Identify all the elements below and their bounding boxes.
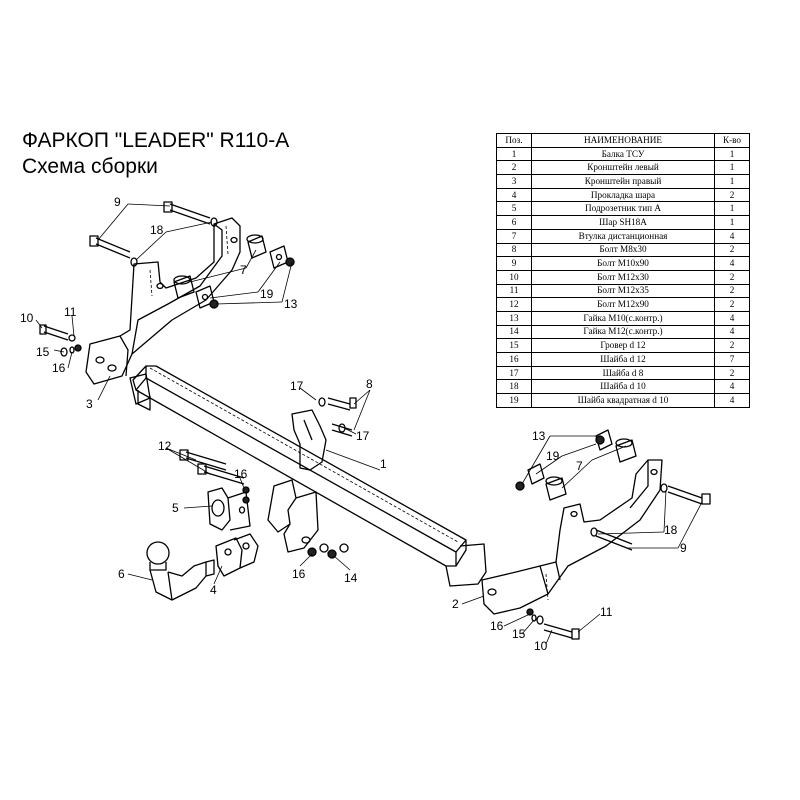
callout-13-top: 13	[284, 297, 298, 311]
callout-19-top: 19	[260, 287, 274, 301]
nuts-lower	[515, 435, 605, 491]
callout-6: 6	[118, 567, 125, 581]
spacer-sleeves-upper	[173, 234, 267, 299]
bracket-left	[481, 459, 663, 615]
callout-16-center: 16	[292, 567, 306, 581]
callout-11-lower: 11	[600, 605, 613, 619]
callout-10-lower: 10	[534, 639, 548, 653]
callout-3: 3	[86, 397, 93, 411]
callout-7-lower: 7	[576, 459, 583, 473]
callout-15-top: 15	[36, 345, 50, 359]
callout-16-top: 16	[52, 361, 66, 375]
callout-9-top: 9	[114, 195, 121, 209]
bolts-m10-upper	[89, 201, 211, 259]
bolts-m12-lower-right	[526, 608, 580, 640]
callout-17-lower: 17	[356, 429, 370, 443]
center-nuts	[307, 543, 349, 559]
callout-1: 1	[380, 457, 387, 471]
spacer-sleeves-lower	[545, 438, 637, 501]
bolts-m12-upper-left	[39, 324, 82, 357]
callout-14: 14	[344, 571, 358, 585]
callout-15-lower: 15	[512, 627, 526, 641]
callout-17-upper: 17	[290, 379, 304, 393]
leader-lines	[35, 203, 703, 645]
callout-8: 8	[366, 377, 373, 391]
callout-18-lower: 18	[664, 523, 678, 537]
socket-plate	[207, 487, 251, 531]
callout-12: 12	[158, 439, 172, 453]
washers-d10-upper	[130, 217, 218, 267]
center-bolts	[318, 397, 357, 437]
callout-18-top: 18	[150, 223, 164, 237]
row-quantity: 4	[714, 393, 750, 408]
row-quantity: 1	[714, 201, 750, 217]
ball-mount	[146, 541, 215, 601]
tow-beam	[129, 365, 487, 587]
bolts-m12-ball	[179, 449, 250, 504]
callout-5: 5	[172, 501, 179, 515]
square-washers-lower	[527, 429, 613, 485]
callout-13-lower: 13	[532, 429, 546, 443]
ball-gaskets	[215, 533, 259, 577]
callout-2: 2	[452, 597, 459, 611]
callout-19-lower: 19	[546, 449, 560, 463]
callout-16-ball: 16	[234, 467, 248, 481]
drawing-title: ФАРКОП "LEADER" R110-A Схема сборки	[22, 128, 289, 180]
callout-9-lower: 9	[680, 541, 687, 555]
callout-4: 4	[210, 583, 217, 597]
row-position: 19	[496, 393, 532, 408]
bolts-m10-lower	[590, 483, 711, 551]
callout-7-top: 7	[240, 263, 247, 277]
parts-table-header: Поз. НАИМЕНОВАНИЕ К-во	[496, 133, 750, 148]
title-line-2: Схема сборки	[22, 155, 158, 178]
title-line-1: ФАРКОП "LEADER" R110-A	[22, 129, 290, 152]
bracket-right	[85, 217, 241, 385]
callout-10-top: 10	[20, 311, 34, 325]
callout-labels: 9 18 7 19 13 10 11 15 16 3 17 8 17 1 12 …	[20, 195, 687, 653]
callout-16-lower: 16	[490, 619, 504, 633]
center-mount-plate	[267, 409, 327, 553]
callout-11-top: 11	[64, 305, 77, 319]
